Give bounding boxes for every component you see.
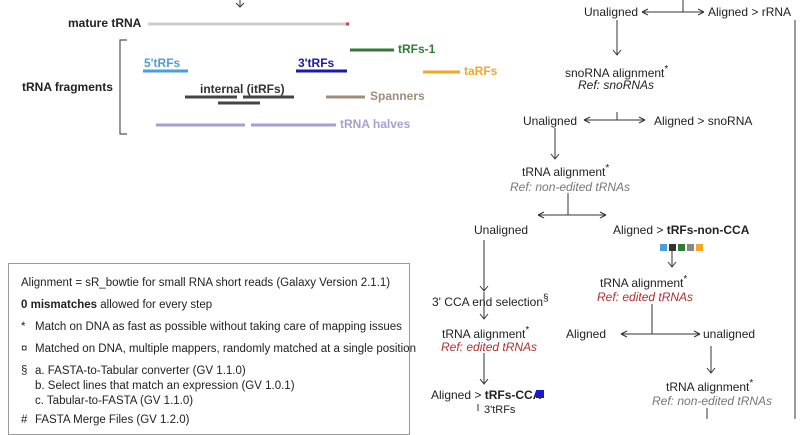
flow-cca-selection-text: 3' CCA end selection — [432, 295, 544, 309]
flow-unaligned-1: Unaligned — [584, 5, 639, 19]
arrow-3-left — [537, 211, 545, 219]
square-internal — [669, 244, 676, 252]
five-trfs-label: 5'tRFs — [144, 56, 181, 70]
flow-trna-alignment-3: tRNA alignment* — [600, 274, 687, 290]
flow-unaligned-4: unaligned — [703, 327, 756, 341]
flow-cca-section: § — [543, 293, 549, 304]
legend-sect-b: b. Select lines that match an expression… — [35, 380, 295, 392]
flow-aligned-2: Aligned — [566, 327, 607, 341]
legend-star-line: * Match on DNA as fast as possible withou… — [21, 321, 402, 333]
flow-snorna-star: * — [664, 64, 669, 75]
trna-fragments-label: tRNA fragments — [22, 80, 113, 94]
spanners-label: Spanners — [370, 89, 425, 103]
down-5-head — [479, 285, 489, 292]
arrow-1-left — [641, 8, 649, 16]
flow-snorna-alignment-text: snoRNA alignment — [565, 66, 665, 80]
down-12-head — [706, 367, 716, 374]
down-1-head — [612, 49, 622, 56]
mature-trna-label: mature tRNA — [68, 16, 142, 30]
flow-trfs-cca: tRFs-CCA — [484, 388, 542, 402]
internal-label: internal (itRFs) — [200, 82, 285, 96]
legend-mismatch-rest: allowed for every step — [97, 299, 213, 311]
flow-trfs-non-cca: tRFs-non-CCA — [666, 223, 750, 237]
top-arrow — [235, 0, 245, 8]
legend-curr-symbol: ¤ — [21, 343, 28, 355]
legend-box: Alignment = sR_bowtie for small RNA shor… — [8, 263, 416, 435]
down-8-head — [479, 378, 489, 385]
flow-trna-alignment-4-text: tRNA alignment — [666, 380, 750, 394]
legend-star-text: Match on DNA as fast as possible without… — [35, 321, 402, 333]
legend-curr-text: Matched on DNA, multiple mappers, random… — [35, 343, 416, 355]
flow-trna-star-1: * — [605, 163, 610, 174]
flow-aligned-prefix-1: Aligned > — [613, 223, 667, 237]
legend-mismatch-line: 0 mismatches allowed for every step — [21, 299, 212, 311]
flow-three-trfs: 3'tRFs — [484, 404, 516, 416]
arrow-3-right — [599, 211, 607, 219]
down-3-head — [550, 153, 560, 160]
flow-trna-alignment-1-text: tRNA alignment — [522, 165, 606, 179]
trfs1-label: tRFs-1 — [398, 42, 436, 56]
square-tarfs — [696, 244, 703, 252]
down-10-head — [667, 261, 677, 268]
legend-mismatch-bold: 0 mismatches — [21, 299, 98, 311]
square-five-trfs — [660, 244, 667, 252]
fragments-bracket — [119, 39, 127, 135]
arrow-4-right — [693, 330, 701, 338]
flow-trna-alignment-1: tRNA alignment* — [522, 163, 609, 179]
flow-snorna-ref: Ref: snoRNAs — [578, 78, 655, 92]
flow-snorna-alignment: snoRNA alignment* — [565, 64, 668, 80]
arrow-1-right — [697, 8, 705, 16]
non-cca-squares — [660, 239, 705, 257]
flow-unaligned-3: Unaligned — [474, 223, 529, 237]
down-7-head — [479, 313, 489, 320]
flow-ref-edited-2: Ref: edited tRNAs — [597, 290, 694, 304]
legend-sect-symbol: § — [21, 365, 28, 377]
flow-cca-selection: 3' CCA end selection§ — [432, 293, 549, 309]
flow-trna-alignment-4: tRNA alignment* — [666, 378, 753, 394]
trna-halves-label: tRNA halves — [340, 117, 411, 131]
flow-trna-alignment-3-text: tRNA alignment — [600, 276, 684, 290]
legend-star-symbol: * — [21, 321, 26, 333]
flow-unaligned-2: Unaligned — [523, 114, 578, 128]
flow-aligned-cca: Aligned > tRFs-CCA — [431, 388, 541, 402]
arrow-2-left — [583, 116, 591, 124]
flow-ref-edited-1: Ref: edited tRNAs — [441, 340, 538, 354]
legend-sect-line-b: b. Select lines that match an expression… — [21, 380, 295, 392]
tarfs-label: taRFs — [464, 64, 498, 78]
flow-aligned-rrna: Aligned > rRNA — [708, 5, 792, 19]
legend-sect-a: a. FASTA-to-Tabular converter (GV 1.1.0) — [35, 365, 246, 377]
arrow-2-right — [638, 116, 646, 124]
split-1 — [642, 0, 704, 13]
legend-sect-line-a: § a. FASTA-to-Tabular converter (GV 1.1.0… — [21, 365, 246, 377]
legend-sect-line-c: c. Tabular-to-FASTA (GV 1.1.0) — [21, 395, 193, 407]
flow-trna-star-3: * — [683, 274, 688, 285]
square-spanners — [687, 244, 694, 252]
legend-alignment-line: Alignment = sR_bowtie for small RNA shor… — [21, 277, 391, 289]
legend-hash-line: # FASTA Merge Files (GV 1.2.0) — [21, 414, 189, 426]
three-trfs-label: 3'tRFs — [298, 56, 335, 70]
legend-sect-c: c. Tabular-to-FASTA (GV 1.1.0) — [35, 395, 194, 407]
flow-ref-non-edited-1: Ref: non-edited tRNAs — [510, 180, 631, 194]
flow-aligned-non-cca: Aligned > tRFs-non-CCA — [613, 223, 749, 237]
flow-trna-alignment-2-text: tRNA alignment — [442, 327, 526, 341]
diagram-canvas — [119, 0, 796, 419]
flow-aligned-prefix-2: Aligned > — [431, 388, 485, 402]
square-trfs1 — [678, 244, 685, 252]
legend-curr-line: ¤ Matched on DNA, multiple mappers, rando… — [21, 343, 416, 355]
legend-hash-symbol: # — [21, 414, 28, 426]
flow-trna-star-2: * — [525, 325, 530, 336]
flow-trna-alignment-2: tRNA alignment* — [442, 325, 529, 341]
flow-ref-non-edited-2: Ref: non-edited tRNAs — [652, 394, 773, 408]
flow-aligned-snorna: Aligned > snoRNA — [654, 114, 753, 128]
legend-hash-text: FASTA Merge Files (GV 1.2.0) — [35, 414, 190, 426]
flow-trna-star-4: * — [749, 378, 754, 389]
arrow-4-left — [620, 330, 628, 338]
cca-square — [536, 390, 544, 398]
